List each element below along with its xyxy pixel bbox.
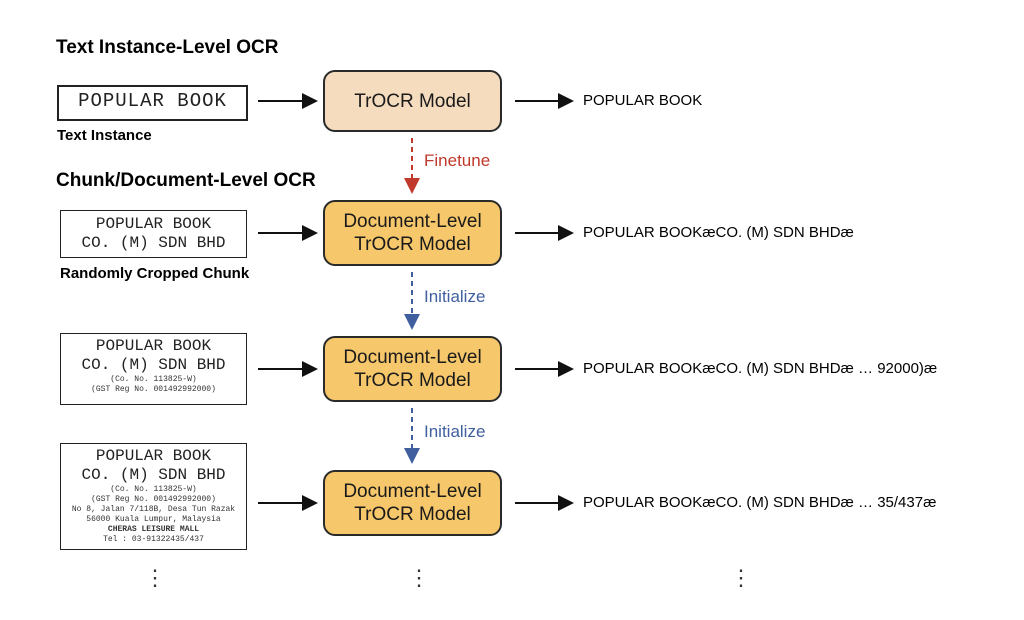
- text-instance-caption: Text Instance: [57, 127, 152, 144]
- doc-full-line-8: Tel : 03-91322435/437: [103, 535, 204, 544]
- ellipsis-outputs: ⋮: [730, 565, 752, 590]
- doc-full-line-5: No 8, Jalan 7/118B, Desa Tun Razak: [71, 505, 236, 514]
- doc-mid-output-text: POPULAR BOOKæCO. (M) SDN BHDæ … 92000)æ: [583, 360, 938, 377]
- document-level-title: Chunk/Document-Level OCR: [56, 170, 316, 191]
- ellipsis-models: ⋮: [408, 565, 430, 590]
- model-3-line-1: Document-Level: [343, 481, 482, 502]
- document-partial-image: POPULAR BOOK CO. (M) SDN BHD (Co. No. 11…: [60, 333, 247, 405]
- doc-full-line-6: 56000 Kuala Lumpur, Malaysia: [86, 515, 221, 524]
- instance-image-text: POPULAR BOOK: [78, 90, 227, 112]
- chunk-image: POPULAR BOOK CO. (M) SDN BHD: [60, 210, 247, 258]
- model-1-line-1: Document-Level: [343, 211, 482, 232]
- doc-full-line-1: POPULAR BOOK: [95, 447, 212, 465]
- chunk-output-text: POPULAR BOOKæCO. (M) SDN BHDæ: [583, 224, 854, 241]
- doc-mid-line-3: (Co. No. 113825-W): [110, 375, 197, 384]
- model-1-line-2: TrOCR Model: [354, 234, 471, 255]
- text-instance-image: POPULAR BOOK: [57, 85, 248, 121]
- document-full-image: POPULAR BOOK CO. (M) SDN BHD (Co. No. 11…: [60, 443, 247, 550]
- doc-full-output-text: POPULAR BOOKæCO. (M) SDN BHDæ … 35/437æ: [583, 494, 937, 511]
- doc-mid-line-4: (GST Reg No. 001492992000): [91, 385, 216, 394]
- doc-full-line-3: (Co. No. 113825-W): [110, 485, 197, 494]
- model-3-line-2: TrOCR Model: [354, 504, 471, 525]
- model-2-line-2: TrOCR Model: [354, 370, 471, 391]
- doc-full-line-4: (GST Reg No. 001492992000): [91, 495, 216, 504]
- doc-mid-line-2: CO. (M) SDN BHD: [81, 356, 226, 374]
- initialize-label-2: Initialize: [424, 422, 486, 441]
- doc-full-line-2: CO. (M) SDN BHD: [81, 466, 226, 484]
- instance-output-text: POPULAR BOOK: [583, 92, 703, 109]
- doc-mid-line-1: POPULAR BOOK: [95, 337, 212, 355]
- chunk-image-line-2: CO. (M) SDN BHD: [81, 234, 226, 252]
- instance-level-title: Text Instance-Level OCR: [56, 37, 279, 58]
- trocr-model-box: TrOCR Model: [323, 70, 502, 132]
- chunk-caption: Randomly Cropped Chunk: [60, 265, 250, 282]
- model-2-line-1: Document-Level: [343, 347, 482, 368]
- chunk-image-line-1: POPULAR BOOK: [95, 215, 212, 233]
- ellipsis-inputs: ⋮: [144, 565, 166, 590]
- finetune-label: Finetune: [424, 151, 491, 170]
- trocr-model-label: TrOCR Model: [354, 90, 471, 112]
- initialize-label-1: Initialize: [424, 287, 486, 306]
- doc-full-line-7: CHERAS LEISURE MALL: [107, 525, 200, 534]
